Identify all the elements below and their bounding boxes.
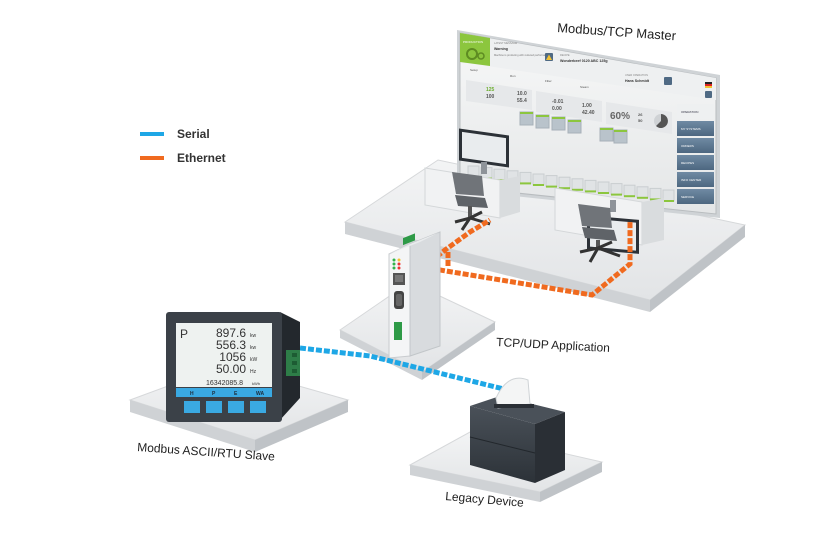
gear-icon [466,48,478,60]
meter-key-label: WA [256,391,264,397]
workstation-right [554,187,664,263]
paper-icon [495,377,531,409]
help-icon [705,91,712,98]
ethernet-swatch [140,156,164,160]
serial-swatch [140,132,164,136]
meter-energy-unit: kWh [252,381,260,386]
hmi-tank-tile [567,119,582,134]
meter-reading-unit: kw [250,345,257,351]
hmi-menu-item[interactable]: INFO CENTER [677,172,714,187]
hmi-speed-value: 125 [486,87,495,93]
meter-reading-value: 1056 [219,350,246,364]
hmi-process-tile [519,171,532,185]
legend-item-serial: Serial [140,122,226,146]
hmi-process-tile [545,175,558,188]
label-modbus-tcp-master: Modbus/TCP Master [557,20,677,43]
hmi-speed-value: 10.0 [517,91,527,97]
svg-text:MY SYSTEMS: MY SYSTEMS [681,127,701,131]
hmi-wall-screen: PRODUCTION LATEST MESSAGE Warning Machin… [457,30,720,218]
serial-links [299,345,529,398]
hmi-side-menu: OPERATION MY SYSTEMS ORDERS RECIPES INFO CEN… [677,104,714,204]
hmi-process-tile [610,183,623,196]
meter-key-label: P [212,391,216,397]
legend: Serial Ethernet [140,122,226,170]
hmi-tab[interactable]: Run [510,74,516,78]
meter-energy: 16342085.8 [206,380,243,387]
meter-key-label: H [190,391,194,397]
hmi-process-tile [623,184,636,198]
hmi-tank-tile [535,114,550,129]
hmi-status-text: Machine is producing with reduced perfor… [494,53,550,57]
hmi-operator-label: USER OPERATION [625,73,648,77]
hmi-process-tile [584,179,597,193]
hmi-small-value: 50 [638,118,643,123]
hmi-process-tile [558,176,571,190]
svg-text:RECIPES: RECIPES [681,161,694,165]
hmi-menu-item[interactable]: OPERATION [677,104,714,119]
hmi-menu-item[interactable]: MY SYSTEMS [677,121,714,136]
hmi-tab[interactable]: Steam [580,85,589,89]
meter-reading-value: 556.3 [216,338,246,352]
hmi-process-tile [649,187,662,201]
user-icon [664,77,672,85]
svg-text:SERVICE: SERVICE [681,195,694,199]
hmi-recipe-heading: RECIPE [560,53,570,57]
hmi-menu-item[interactable]: SERVICE [677,189,714,204]
svg-text:OPERATION: OPERATION [681,110,698,114]
hmi-recipe-value: Wonderbeef 0120 ABC 125g [560,59,608,63]
hmi-process-tile [662,189,675,202]
hmi-menu-item[interactable]: ORDERS [677,138,714,153]
meter-reading-value: 897.6 [216,326,246,340]
hmi-percent: 60% [610,111,630,122]
meter-key-button[interactable] [250,401,266,413]
svg-text:INFO CENTER: INFO CENTER [681,178,702,182]
hmi-status-heading: LATEST MESSAGE [494,41,517,45]
hmi-process-tile [597,181,610,194]
meter-reading-unit: Hz [250,369,257,375]
hmi-pressure-value: 1.00 [582,103,592,109]
workstation-left [424,128,520,231]
meter-reading-unit: kw [250,333,257,339]
hmi-tab[interactable]: Setup [470,68,478,72]
hmi-mode-tile: PRODUCTION [463,40,483,44]
meter-mode: P [180,327,188,341]
hmi-tab[interactable]: Filter [545,79,552,83]
meter-reading-unit: kW [250,357,258,363]
meter-reading-value: 50.00 [216,362,246,376]
status-leds [392,258,401,270]
hmi-tank-tile [613,129,628,144]
legend-label: Serial [177,127,210,141]
hmi-process-tile [532,173,545,186]
meter-key-button[interactable] [228,401,244,413]
gateway-device [388,231,441,359]
legend-item-ethernet: Ethernet [140,146,226,170]
hmi-pressure-value: -0.01 [552,99,564,105]
legend-label: Ethernet [177,151,226,165]
meter-key-button[interactable] [206,401,222,413]
hmi-tank-tile [519,111,534,126]
printer [469,377,565,483]
hmi-pressure-value: 0.00 [552,106,562,112]
hmi-small-value: 26 [638,112,643,117]
svg-text:ORDERS: ORDERS [681,144,694,148]
hmi-operator-name: Hans Schmidt [625,79,650,83]
hmi-speed-value: 100 [486,94,495,100]
hmi-menu-item[interactable]: RECIPES [677,155,714,170]
hmi-pressure-value: 42.40 [582,110,595,116]
power-terminal-icon [394,322,402,340]
hmi-speed-value: 55.4 [517,98,527,104]
label-legacy-device: Legacy Device [445,489,525,510]
hmi-tank-tile [551,116,566,131]
hmi-status-title: Warning [494,47,508,51]
meter-key-button[interactable] [184,401,200,413]
terminal-block-icon [403,233,415,246]
hmi-tabs: Setup Run Filter Steam [470,68,589,89]
label-tcp-udp-application: TCP/UDP Application [496,335,610,355]
hmi-process-tile [571,178,584,191]
hmi-process-tile [636,186,649,199]
meter-key-label: E [234,391,238,397]
hmi-tank-tile [599,127,614,142]
